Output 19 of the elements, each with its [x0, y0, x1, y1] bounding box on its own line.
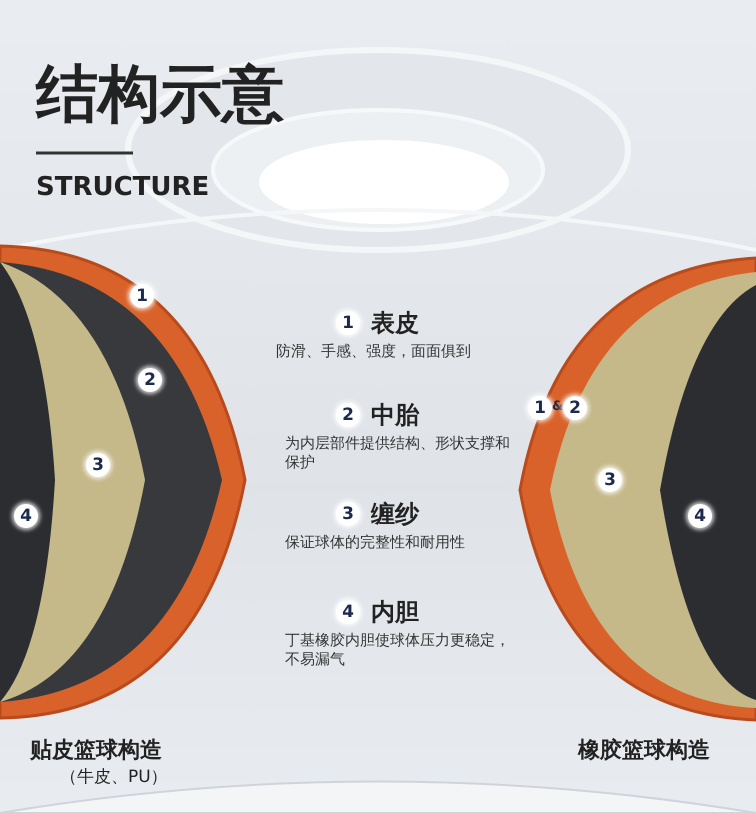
layer-heading: 内胆	[371, 597, 419, 628]
ball-material-note: （牛皮、PU）	[60, 766, 168, 788]
layer-heading: 缠纱	[371, 499, 419, 530]
layer-description: 保证球体的完整性和耐用性	[285, 533, 466, 552]
layer-description: 丁基橡胶内胆使球体压力更稳定，不易漏气	[285, 631, 511, 669]
callout-number: 3	[336, 502, 360, 526]
ball-type-caption: 贴皮篮球构造	[30, 737, 162, 765]
callout-number: 1	[336, 311, 360, 335]
layer-heading: 中胎	[371, 400, 419, 431]
layer-heading: 表皮	[371, 308, 419, 339]
title: 结构示意	[36, 56, 284, 132]
layer-description: 防滑、手感、强度，面面俱到	[276, 342, 472, 361]
ampersand: &	[552, 399, 564, 414]
ball-type-caption: 橡胶篮球构造	[578, 737, 710, 765]
callout-number: 2	[336, 403, 360, 427]
callout-number: 1	[528, 396, 552, 420]
callout-number: 4	[336, 600, 360, 624]
subtitle: STRUCTURE	[36, 172, 210, 202]
layer-description: 为内层部件提供结构、形状支撑和保护	[285, 434, 511, 472]
